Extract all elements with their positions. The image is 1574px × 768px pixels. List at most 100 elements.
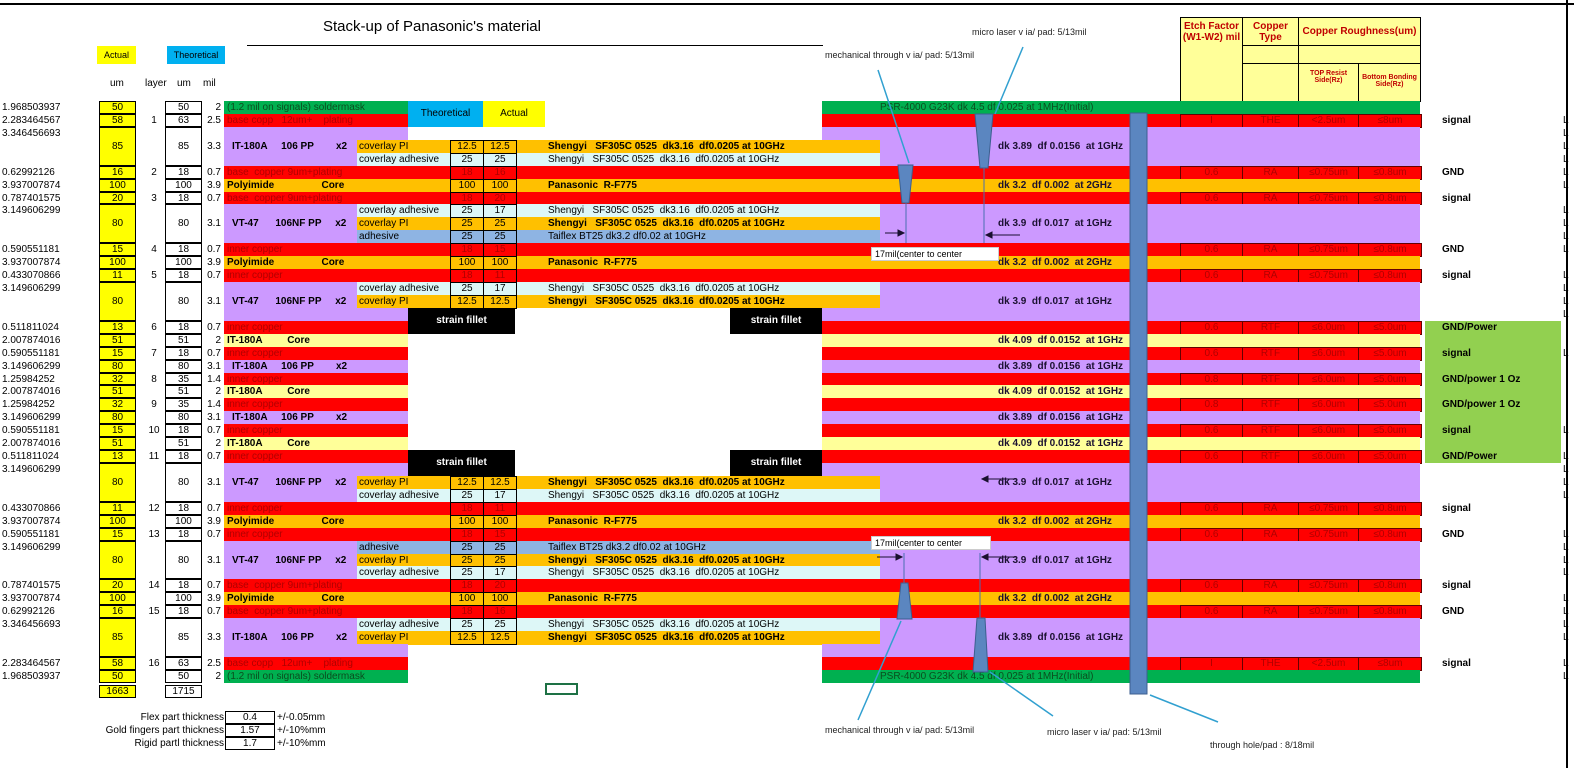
prepreg-layer	[224, 475, 357, 490]
header-top-side: TOP Resist Side(Rz)	[1298, 63, 1359, 102]
copper-layer	[224, 579, 1420, 593]
edge-mark: L	[1563, 205, 1569, 217]
material-label: base copper 9um+plating	[227, 580, 343, 592]
arrowhead	[980, 553, 989, 561]
arrowhead	[980, 475, 989, 483]
mil-value: 3.3	[207, 632, 221, 644]
mil-thickness-value: 0.433070866	[2, 270, 61, 282]
arrowhead	[895, 553, 904, 561]
mil-value: 0.7	[207, 502, 221, 514]
theoretical-thickness: 63	[177, 657, 190, 669]
selected-cell-indicator[interactable]	[545, 683, 578, 695]
actual-cell-bg	[99, 113, 136, 127]
edge-mark: L	[1563, 295, 1569, 307]
material-spec: Shengyi SF305C 0525 dk3.16 df0.0205 at 1…	[548, 283, 780, 295]
mil-thickness-value: 2.283464567	[2, 114, 61, 126]
mil-thickness-value: 0.511811024	[2, 451, 59, 463]
edge-mark: L	[1563, 670, 1569, 682]
actual-cell-bg	[99, 618, 136, 657]
actual-cell-bg	[99, 269, 136, 282]
copper-layer	[224, 243, 1420, 257]
prepreg-layer	[224, 631, 357, 645]
layer-number: 10	[148, 425, 160, 437]
material-label: IT-180A 106 PP x2	[232, 360, 348, 372]
dielectric-spec: dk 3.9 df 0.017 at 1GHz	[998, 218, 1112, 230]
material-spec: Shengyi SF305C 0525 dk3.16 df0.0205 at 1…	[548, 567, 780, 579]
copper-layer	[224, 269, 1420, 283]
actual-cell-bg	[99, 333, 136, 347]
material-label: inner copper	[227, 502, 283, 514]
prepreg-layer	[224, 359, 408, 374]
header-layer: layer	[145, 78, 167, 89]
flex-material-name: coverlay PI	[359, 476, 409, 488]
edge-mark: L	[1563, 308, 1569, 320]
edge-mark: L	[1563, 632, 1569, 644]
header-bottom-label: Bottom Bonding Side(Rz)	[1362, 74, 1417, 88]
actual-thickness: 80	[111, 412, 124, 424]
theoretical-cell-bg	[165, 656, 202, 670]
actual-thickness: 13	[111, 321, 124, 333]
material-spec: Shengyi SF305C 0525 dk3.16 df0.0205 at 1…	[548, 205, 780, 217]
copper-layer	[224, 450, 408, 464]
edge-mark: L	[1563, 140, 1569, 152]
mil-thickness-value: 3.937007874	[2, 515, 61, 527]
material-label: Polyimide Core	[227, 515, 345, 527]
dielectric-spec: dk 3.9 df 0.017 at 1GHz	[998, 554, 1112, 566]
dielectric-spec: dk 3.89 df 0.0156 at 1GHz	[998, 140, 1124, 152]
actual-thickness: 80	[111, 476, 124, 488]
theoretical-thickness: 80	[177, 554, 190, 566]
flex-actual-cell: 12.5	[483, 631, 517, 646]
layer-number: 7	[151, 347, 157, 359]
mil-thickness-value: 0.590551181	[2, 347, 60, 359]
actual-cell-bg	[99, 450, 136, 464]
edge-mark: L	[1563, 231, 1569, 243]
material-label: IT-180A 106 PP x2	[232, 140, 348, 152]
edge-mark: L	[1563, 464, 1569, 476]
theoretical-cell-bg	[165, 372, 202, 386]
layer-number: 9	[151, 399, 157, 411]
prepreg-layer	[224, 152, 357, 167]
copper-layer	[224, 320, 408, 335]
actual-cell-bg	[99, 126, 136, 166]
actual-cell-bg	[99, 540, 136, 580]
flex-material-name: coverlay adhesive	[359, 489, 440, 501]
flex-material-name: coverlay adhesive	[359, 153, 440, 165]
layer-number: 5	[151, 270, 157, 282]
material-label: IT-180A 106 PP x2	[232, 632, 348, 644]
actual-cell-bg	[99, 372, 136, 386]
theoretical-cell-bg	[165, 269, 202, 282]
prepreg-layer	[224, 230, 357, 244]
coverlay-layer	[357, 475, 880, 490]
mil-value: 1.4	[207, 373, 221, 385]
mil-value: 0.7	[207, 192, 221, 204]
mil-thickness-value: 3.149606299	[2, 541, 61, 553]
actual-cell-bg	[99, 359, 136, 373]
material-label: Polyimide Core	[227, 593, 345, 605]
copper-layer	[224, 424, 408, 438]
theoretical-thickness: 35	[177, 373, 190, 385]
actual-cell-bg	[99, 592, 136, 606]
mil-value: 1.4	[207, 399, 221, 411]
thickness-value: 1.57	[225, 724, 275, 737]
prepreg-layer	[880, 139, 1420, 154]
actual-thickness: 85	[111, 140, 124, 152]
theoretical-thickness: 85	[177, 140, 190, 152]
actual-thickness: 16	[111, 606, 124, 618]
theoretical-cell-bg	[165, 424, 202, 438]
through-hole-label: through hole/pad : 8/18mil	[1210, 740, 1315, 750]
theoretical-cell-bg	[165, 618, 202, 657]
material-spec: Shengyi SF305C 0525 dk3.16 df0.0205 at 1…	[548, 295, 785, 307]
mil-value: 0.7	[207, 580, 221, 592]
theoretical-thickness: 35	[177, 399, 190, 411]
actual-thickness: 50	[111, 670, 124, 682]
mil-thickness-value: 3.149606299	[2, 205, 61, 217]
thickness-value: 1.7	[225, 737, 275, 750]
dielectric-spec: dk 3.9 df 0.017 at 1GHz	[998, 476, 1112, 488]
header-copper-type-label: Copper Type	[1253, 21, 1288, 43]
theoretical-thickness: 51	[177, 386, 190, 398]
theoretical-cell-bg	[165, 165, 202, 179]
flex-material-name: coverlay PI	[359, 632, 409, 644]
material-spec: Panasonic R-F775	[548, 257, 637, 269]
mil-thickness-value: 0.62992126	[2, 606, 55, 618]
prepreg-layer	[224, 282, 357, 296]
